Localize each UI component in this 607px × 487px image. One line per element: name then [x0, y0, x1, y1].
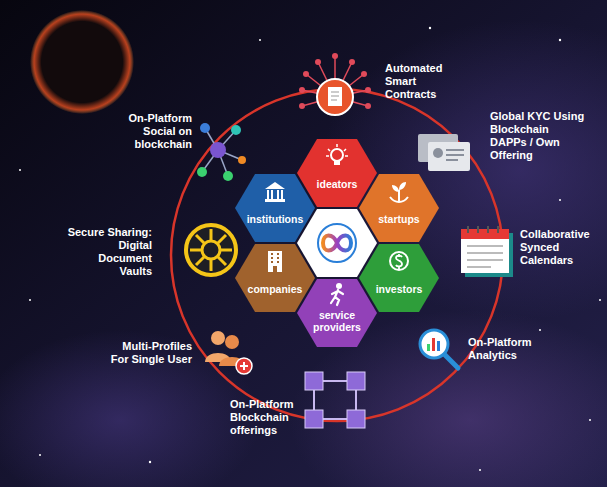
hexagon-label-wrap: companies: [235, 279, 315, 297]
hexagon-label: service providers: [306, 309, 368, 333]
hexagon-label: investors: [376, 283, 423, 295]
feature-label: On-Platform Blockchain offerings: [230, 398, 298, 437]
feature-label: On-Platform Analytics: [468, 336, 540, 362]
hexagon-node: companies: [235, 244, 315, 312]
hexagon-label: startups: [378, 213, 419, 225]
hexagon-label: institutions: [247, 213, 304, 225]
hexagon-node: service providers: [297, 279, 377, 347]
hexagon-shape: [359, 174, 439, 242]
hexagon-label-wrap: service providers: [297, 309, 377, 335]
hexagon-node: ideators: [297, 139, 377, 207]
hexagon-label-wrap: ideators: [297, 174, 377, 192]
hexagon-shape: [297, 139, 377, 207]
feature-label: Secure Sharing: Digital Document Vaults: [64, 226, 152, 278]
hexagon-label-wrap: startups: [359, 209, 439, 227]
hexagon-shape: [235, 244, 315, 312]
feature-label: Global KYC Using Blockchain DAPPs / Own …: [490, 110, 586, 162]
hexagon-shape: [235, 174, 315, 242]
hexagon-node: investors: [359, 244, 439, 312]
hexagon-shape: [359, 244, 439, 312]
hexagon-label: companies: [248, 283, 303, 295]
hexagon-node: startups: [359, 174, 439, 242]
feature-label: On-Platform Social on blockchain: [112, 112, 192, 151]
hexagon-label-wrap: institutions: [235, 209, 315, 227]
hexagon-node: institutions: [235, 174, 315, 242]
hexagon-label: ideators: [317, 178, 358, 190]
feature-label: Multi-Profiles For Single User: [106, 340, 192, 366]
hexagon-label-wrap: investors: [359, 279, 439, 297]
feature-label: Collaborative Synced Calendars: [520, 228, 600, 267]
feature-label: Automated Smart Contracts: [385, 62, 447, 101]
